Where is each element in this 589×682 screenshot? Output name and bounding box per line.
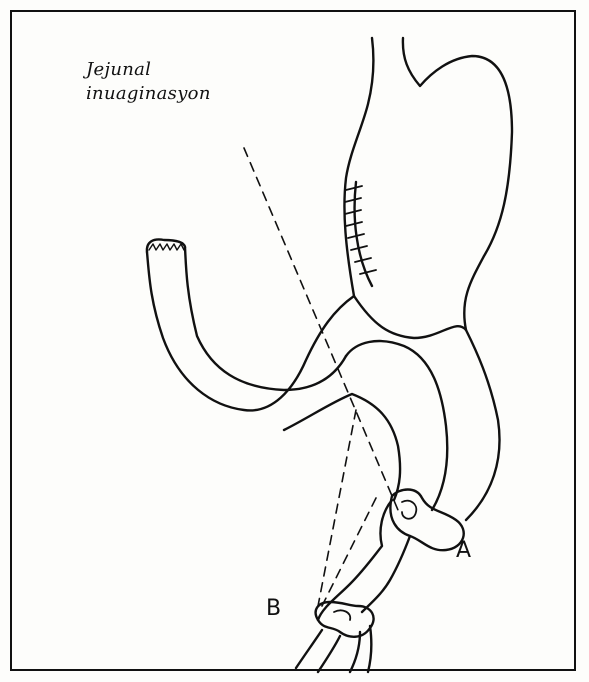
leader-line-a	[244, 148, 398, 510]
intussusception-b-outer	[316, 602, 374, 637]
distal-tail-4	[368, 626, 371, 672]
stomach-right-outline	[403, 38, 512, 520]
intussusception-b-inner	[334, 610, 350, 620]
jejunal-loop-outline	[346, 341, 447, 510]
label-a: A	[456, 538, 471, 563]
distal-tail-1	[296, 630, 322, 668]
jejunal-loop-lower	[284, 394, 400, 500]
intussusception-a-outer	[390, 490, 463, 551]
leader-line-b-2	[322, 498, 376, 606]
distal-tail-2	[318, 636, 340, 672]
intussusceptum-tube-right	[362, 536, 410, 612]
intussusception-a-inner	[402, 501, 416, 519]
efferent-limb-outline	[185, 247, 346, 390]
stomach-left-outline	[147, 38, 373, 410]
label-b: B	[266, 596, 281, 621]
stump-edge	[149, 244, 184, 250]
distal-tail-3	[350, 632, 360, 672]
afferent-limb-outline	[354, 296, 466, 338]
